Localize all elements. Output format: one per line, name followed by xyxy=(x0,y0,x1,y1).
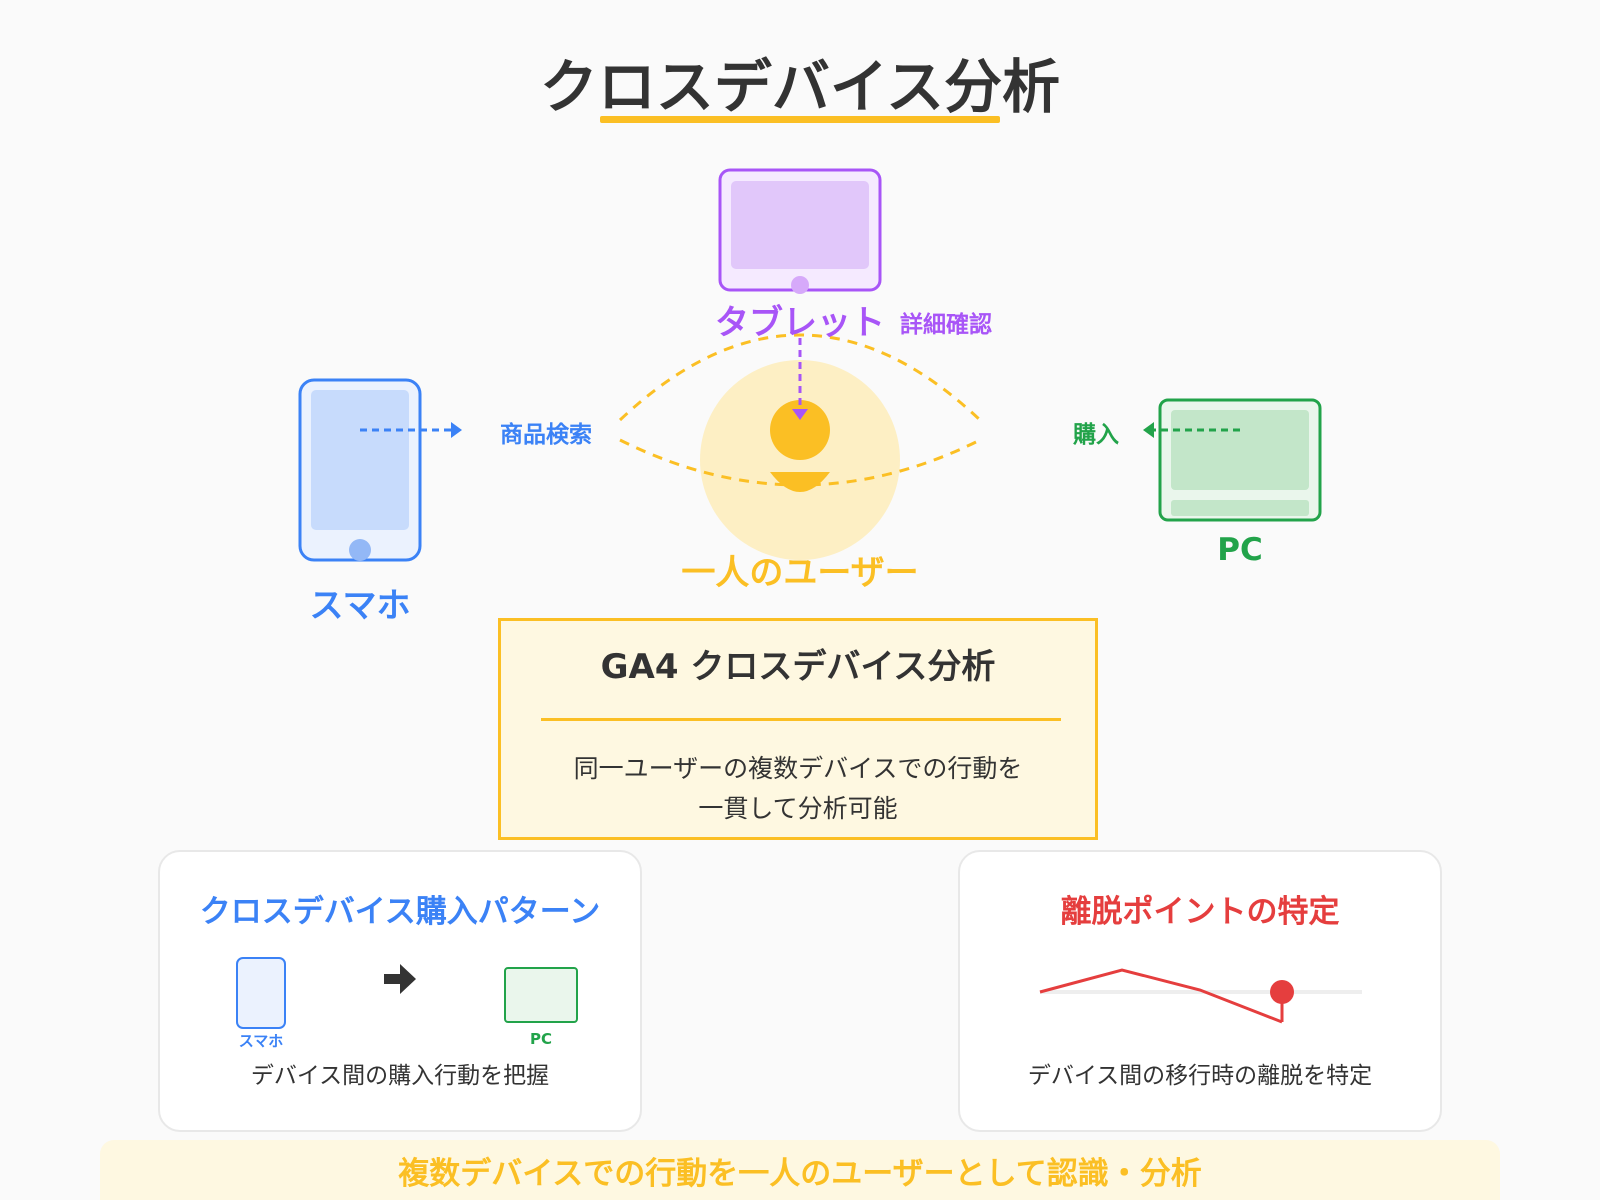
user-head-icon xyxy=(770,400,830,460)
right-arrow-icon xyxy=(384,964,416,994)
ga4-info-box: GA4 クロスデバイス分析 同一ユーザーの複数デバイスでの行動を 一貫して分析可… xyxy=(498,618,1098,840)
purchase-pattern-title: クロスデバイス購入パターン xyxy=(199,894,601,930)
ga4-title: GA4 クロスデバイス分析 xyxy=(600,647,996,687)
tablet-icon xyxy=(718,168,882,294)
dropoff-card: 離脱ポイントの特定 デバイス間の移行時の離脱を特定 xyxy=(958,850,1442,1132)
smartphone-action-label: 商品検索 xyxy=(500,422,592,448)
mini-smartphone-label: スマホ xyxy=(238,1032,284,1050)
user-body-icon xyxy=(770,472,830,492)
footer-text: 複数デバイスでの行動を一人のユーザーとして認識・分析 xyxy=(398,1156,1202,1192)
title-underline xyxy=(600,116,1000,123)
tablet-label: タブレット xyxy=(715,303,885,343)
ga4-divider xyxy=(541,718,1061,721)
mini-smartphone-icon xyxy=(236,957,286,1029)
pc-icon xyxy=(1158,398,1322,522)
smartphone-label: スマホ xyxy=(309,586,411,626)
dropoff-trend-line xyxy=(1039,968,1283,1024)
dropoff-illustration xyxy=(1039,968,1362,1024)
smartphone-arrowhead xyxy=(451,422,462,438)
purchase-pattern-illustration xyxy=(236,957,578,1029)
dropoff-description: デバイス間の移行時の離脱を特定 xyxy=(1027,1063,1373,1089)
mini-pc-icon xyxy=(504,967,578,1023)
user-label: 一人のユーザー xyxy=(681,553,919,593)
mini-pc-label: PC xyxy=(529,1030,552,1048)
dropoff-point-marker xyxy=(1270,980,1294,1004)
tablet-arrowhead xyxy=(792,409,808,420)
pc-label: PC xyxy=(1217,532,1263,568)
footer-band: 複数デバイスでの行動を一人のユーザーとして認識・分析 xyxy=(100,1140,1500,1200)
ga4-description-line2: 一貫して分析可能 xyxy=(698,794,898,823)
ga4-description-line1: 同一ユーザーの複数デバイスでの行動を xyxy=(573,754,1023,783)
purchase-pattern-description: デバイス間の購入行動を把握 xyxy=(250,1063,550,1089)
ga4-description: 同一ユーザーの複数デバイスでの行動を 一貫して分析可能 xyxy=(501,749,1095,829)
pc-arrowhead xyxy=(1143,422,1154,438)
eye-upper-arc xyxy=(618,333,982,422)
purchase-pattern-card: クロスデバイス購入パターン スマホ PC デバイス間の購入行動を把握 xyxy=(158,850,642,1132)
tablet-action-label: 詳細確認 xyxy=(900,312,992,338)
dropoff-title: 離脱ポイントの特定 xyxy=(1060,894,1340,930)
pc-action-label: 購入 xyxy=(1073,422,1119,448)
cross-device-diagram xyxy=(298,168,1322,562)
page-title: クロスデバイス分析 xyxy=(539,53,1061,121)
smartphone-icon xyxy=(298,378,422,562)
